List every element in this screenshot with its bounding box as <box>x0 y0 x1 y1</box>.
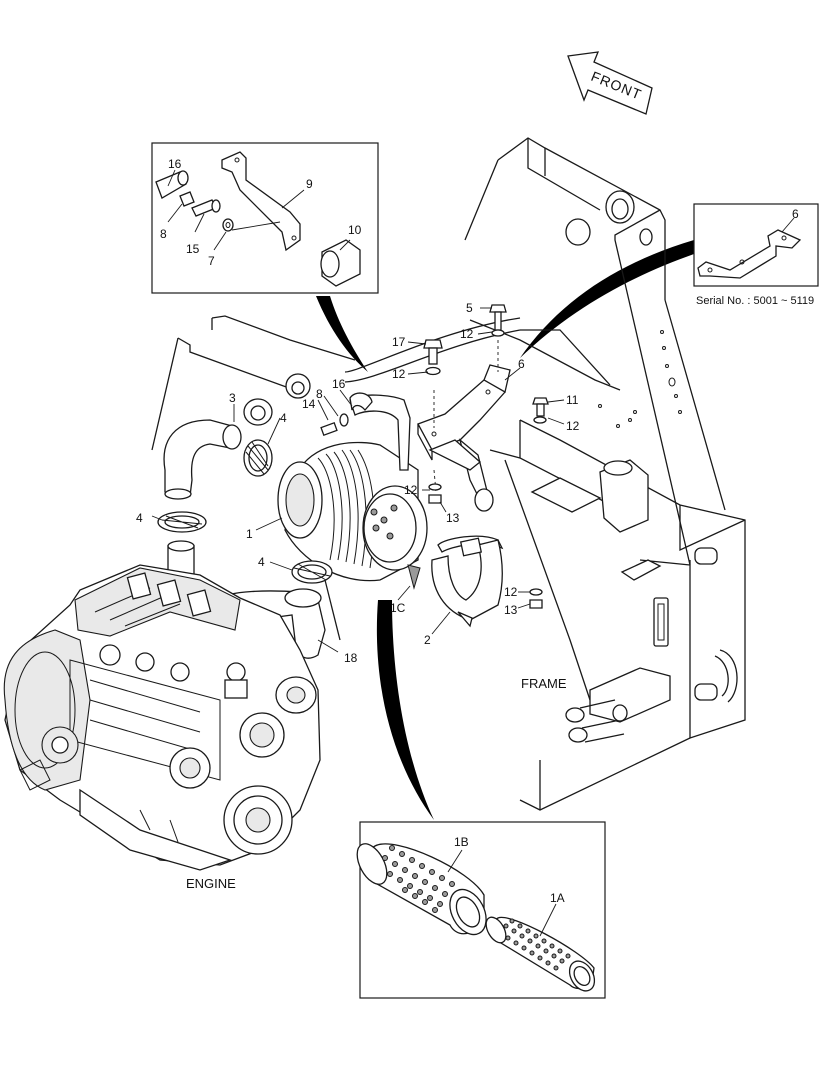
callout-16-inset: 16 <box>168 157 182 171</box>
nut-13a <box>428 483 442 504</box>
bolt-5 <box>489 304 507 337</box>
callout-13-b: 13 <box>504 603 518 617</box>
detail-inset-filters: 1B 1A <box>356 821 606 999</box>
engine-label: ENGINE <box>186 876 236 891</box>
callouts-main: 5 12 17 12 6 11 12 12 13 3 4 14 8 16 4 1… <box>136 301 580 665</box>
callout-4-a: 4 <box>280 411 287 425</box>
callout-11: 11 <box>566 393 579 407</box>
callout-12-d: 12 <box>404 483 418 497</box>
bolt-11 <box>532 397 549 424</box>
callout-15: 15 <box>186 242 200 256</box>
callout-12-c: 12 <box>566 419 580 433</box>
callout-8: 8 <box>316 387 323 401</box>
front-arrow-icon: FRONT <box>567 51 653 115</box>
nut-13b <box>529 588 543 609</box>
callout-1: 1 <box>246 527 253 541</box>
callout-3: 3 <box>229 391 236 405</box>
detail-connector-right <box>520 240 694 358</box>
callout-8-inset: 8 <box>160 227 167 241</box>
inner-filter-element <box>485 916 596 992</box>
callout-16: 16 <box>332 377 346 391</box>
callout-1c: 1C <box>390 601 406 615</box>
frame-label: FRAME <box>521 676 567 691</box>
detail-inset-serial: 6 Serial No. : 5001 ~ 5119 <box>693 203 819 307</box>
detail-inset-mounting: 16 9 8 15 7 10 <box>151 142 379 294</box>
hose-clamp-4b <box>157 511 207 533</box>
callout-12-e: 12 <box>504 585 518 599</box>
callout-12-a: 12 <box>460 327 474 341</box>
left-side-plate <box>151 315 521 641</box>
detail-connector-bottom <box>376 600 434 820</box>
inlet-hose <box>163 419 242 500</box>
callout-9: 9 <box>306 177 313 191</box>
callout-4-b: 4 <box>136 511 143 525</box>
callout-4-c: 4 <box>258 555 265 569</box>
outer-filter-element <box>356 843 487 936</box>
callout-7: 7 <box>208 254 215 268</box>
air-cleaner <box>277 392 504 628</box>
callout-6: 6 <box>518 357 525 371</box>
callout-1b: 1B <box>454 835 469 849</box>
callout-17: 17 <box>392 335 406 349</box>
callout-12-b: 12 <box>392 367 406 381</box>
serial-number-note: Serial No. : 5001 ~ 5119 <box>696 295 814 307</box>
engine <box>3 564 321 871</box>
callout-1a: 1A <box>550 891 565 905</box>
hose-clamp-4a <box>243 439 273 477</box>
callout-18: 18 <box>344 651 358 665</box>
hose-clamp-4c <box>291 560 333 584</box>
callout-13-a: 13 <box>446 511 460 525</box>
detail-connector-top <box>316 296 368 372</box>
frame-structure <box>464 137 746 811</box>
callout-5: 5 <box>466 301 473 315</box>
bolt-14-8 <box>320 413 349 436</box>
callout-2: 2 <box>424 633 431 647</box>
bolt-17 <box>423 339 443 376</box>
callout-10: 10 <box>348 223 362 237</box>
mounting-bracket <box>417 340 511 512</box>
callout-14: 14 <box>302 397 316 411</box>
callout-6-inset: 6 <box>792 207 799 221</box>
